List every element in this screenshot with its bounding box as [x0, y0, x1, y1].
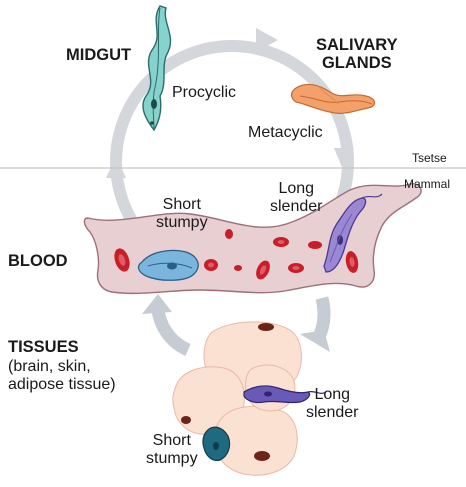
tissues-label: TISSUES: [8, 338, 116, 356]
tissues-detail-line2: adipose tissue): [8, 376, 116, 394]
salivary-glands-label-line1: SALIVARY: [316, 36, 398, 54]
procyclic-label: Procyclic: [172, 84, 236, 102]
long-slender-blood-label-line2: slender: [270, 198, 322, 216]
metacyclic-label: Metacyclic: [248, 124, 323, 142]
short-stumpy-tissue-label-line2: stumpy: [146, 450, 198, 468]
short-stumpy-blood-label-line1: Short: [156, 196, 208, 214]
salivary-glands-label: SALIVARY GLANDS: [316, 36, 398, 73]
short-stumpy-blood-label: Short stumpy: [156, 196, 208, 232]
tsetse-label: Tsetse: [412, 152, 447, 165]
red-blood-cell: [308, 241, 322, 249]
long-slender-blood-label: Long slender: [270, 180, 322, 216]
long-slender-tissue-label: Long slender: [306, 386, 358, 422]
long-slender-blood-label-line1: Long: [270, 180, 322, 198]
long-slender-tissue-label-line2: slender: [306, 404, 358, 422]
blood-vessel: [84, 184, 421, 294]
red-blood-cell: [204, 259, 218, 271]
tissues-detail-line1: (brain, skin,: [8, 358, 116, 376]
short-stumpy-tissue-parasite-icon: [203, 427, 230, 460]
red-blood-cell: [225, 229, 233, 239]
midgut-label: MIDGUT: [66, 46, 131, 64]
short-stumpy-tissue-label-line1: Short: [146, 432, 198, 450]
short-stumpy-blood-label-line2: stumpy: [156, 214, 208, 232]
red-blood-cell: [273, 237, 289, 247]
blood-label: BLOOD: [8, 252, 68, 270]
metacyclic-parasite-icon: [292, 85, 375, 114]
ring-arrowhead-left: [106, 156, 126, 178]
salivary-glands-label-line2: GLANDS: [316, 54, 398, 72]
arrow-tissue-to-blood: [158, 310, 188, 350]
arrow-tissue-to-blood-head: [142, 294, 172, 314]
mammal-label: Mammal: [404, 178, 450, 191]
red-blood-cell: [288, 263, 304, 273]
short-stumpy-tissue-label: Short stumpy: [146, 432, 198, 468]
tissues-label-group: TISSUES (brain, skin, adipose tissue): [8, 338, 116, 394]
long-slender-tissue-label-line1: Long: [306, 386, 358, 404]
red-blood-cell: [234, 265, 242, 271]
